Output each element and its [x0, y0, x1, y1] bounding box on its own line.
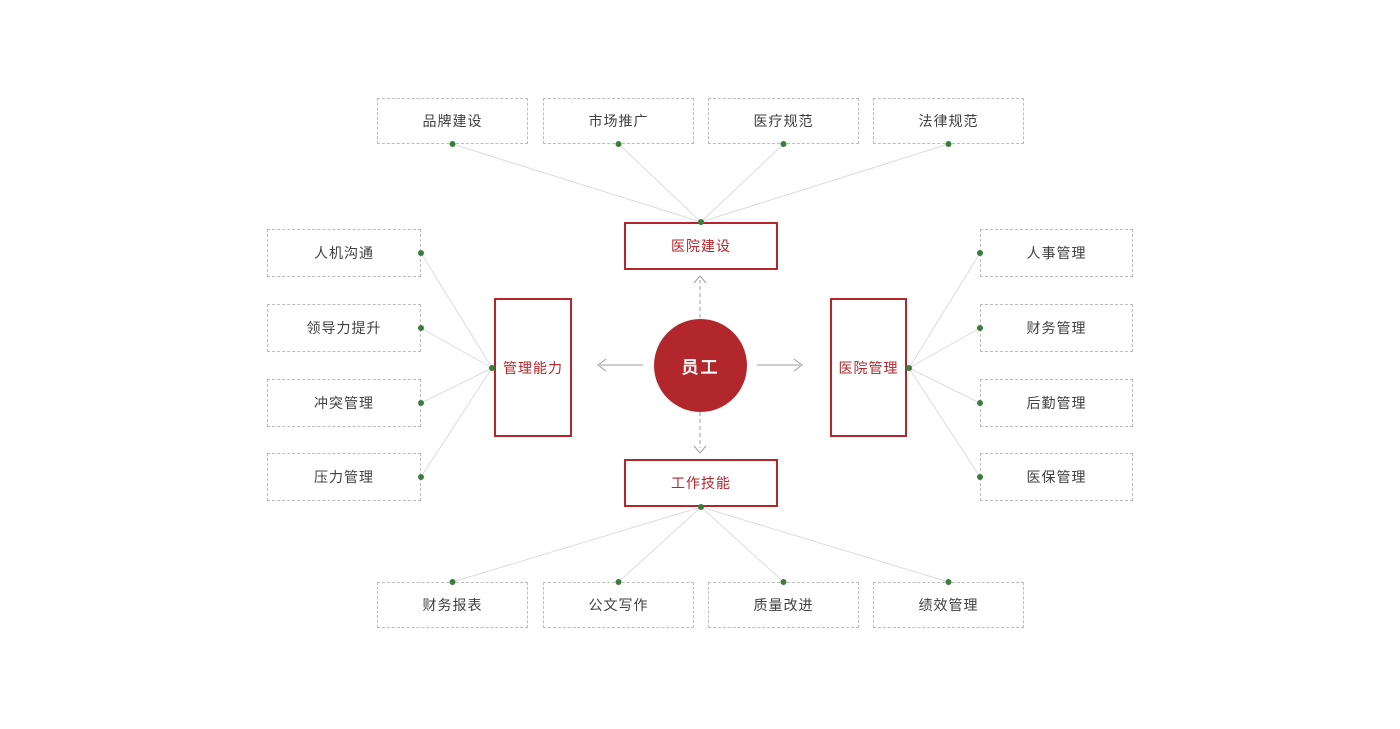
- leaf-node: 后勤管理: [980, 379, 1133, 427]
- leaf-node: 医疗规范: [708, 98, 859, 144]
- hub-node-management-ability: 管理能力: [494, 298, 572, 437]
- solid-arrow-right: [757, 358, 803, 372]
- leaf-node: 品牌建设: [377, 98, 528, 144]
- leaf-node: 绩效管理: [873, 582, 1024, 628]
- left-branch-lines: [420, 252, 493, 478]
- right-branch-lines: [908, 252, 981, 478]
- leaf-node: 质量改进: [708, 582, 859, 628]
- dashed-arrow-up: [693, 275, 707, 318]
- hub-node-work-skills: 工作技能: [624, 459, 778, 507]
- leaf-node: 财务管理: [980, 304, 1133, 352]
- leaf-node: 人事管理: [980, 229, 1133, 277]
- leaf-node: 领导力提升: [267, 304, 421, 352]
- leaf-node: 压力管理: [267, 453, 421, 501]
- leaf-node: 人机沟通: [267, 229, 421, 277]
- center-node-employee: 员工: [654, 319, 747, 412]
- hub-node-hospital-management: 医院管理: [830, 298, 907, 437]
- leaf-node: 公文写作: [543, 582, 694, 628]
- hub-node-hospital-construction: 医院建设: [624, 222, 778, 270]
- leaf-node: 医保管理: [980, 453, 1133, 501]
- leaf-node: 冲突管理: [267, 379, 421, 427]
- bottom-branch-lines: [452, 506, 949, 583]
- solid-arrow-left: [597, 358, 643, 372]
- leaf-node: 法律规范: [873, 98, 1024, 144]
- top-branch-lines: [452, 143, 949, 223]
- leaf-node: 财务报表: [377, 582, 528, 628]
- leaf-node: 市场推广: [543, 98, 694, 144]
- dashed-arrow-down: [693, 412, 707, 454]
